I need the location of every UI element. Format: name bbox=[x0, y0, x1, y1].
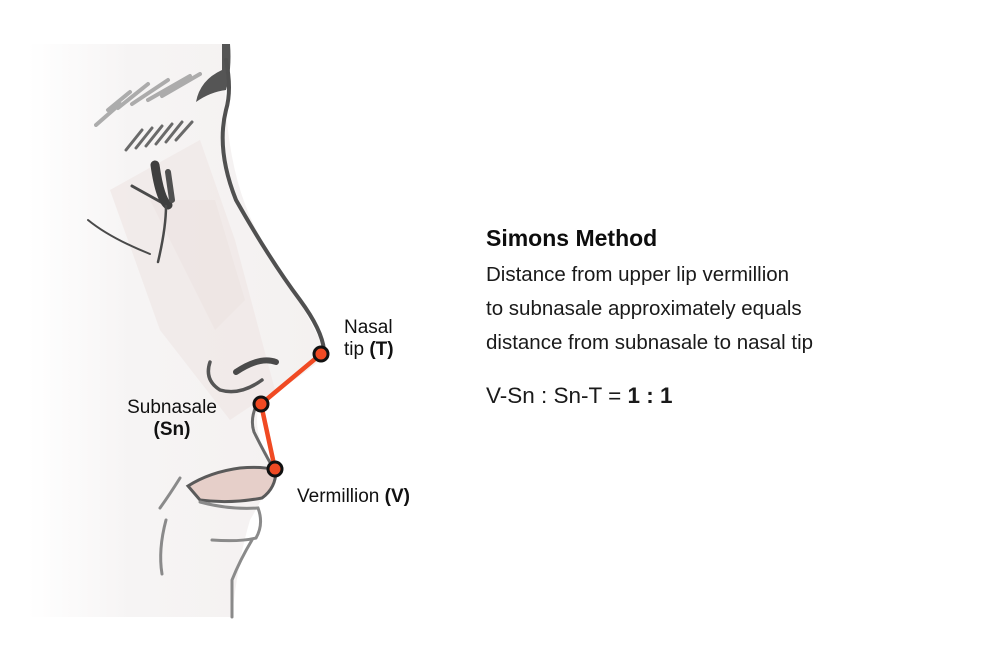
label-nasal-tip: Nasal tip (T) bbox=[344, 317, 394, 361]
forehead-shadow bbox=[196, 44, 231, 102]
description-line: distance from subnasale to nasal tip bbox=[486, 331, 814, 354]
label-subnasale: Subnasale (Sn) bbox=[108, 397, 236, 441]
point-vermillion bbox=[266, 460, 284, 478]
label-vermillion: Vermillion (V) bbox=[297, 486, 410, 508]
sn-t-segment bbox=[258, 351, 324, 407]
eye-sketch bbox=[87, 160, 175, 264]
ratio-formula: V-Sn : Sn-T = 1 : 1 bbox=[486, 382, 926, 410]
description-line: to subnasale approximately equals bbox=[486, 297, 802, 320]
method-description: Distance from upper lip vermillion to su… bbox=[486, 258, 926, 360]
label-vermillion-text: Vermillion bbox=[297, 486, 385, 507]
label-subnasale-abbr: (Sn) bbox=[153, 419, 191, 440]
method-title: Simons Method bbox=[486, 225, 658, 251]
point-nasal-tip bbox=[312, 345, 330, 363]
label-subnasale-line1: Subnasale bbox=[127, 397, 217, 418]
method-description-panel: Simons Method Distance from upper lip ve… bbox=[486, 224, 926, 410]
upper-lip-contour bbox=[250, 405, 274, 467]
label-nasal-tip-abbr: (T) bbox=[369, 339, 394, 360]
chin-sketch bbox=[158, 476, 263, 619]
label-nasal-tip-line2: tip (T) bbox=[344, 339, 394, 360]
formula-ratio: 1 : 1 bbox=[627, 383, 673, 408]
formula-expression: V-Sn : Sn-T = bbox=[486, 383, 628, 408]
nose-outline bbox=[220, 58, 326, 352]
measurement-lines bbox=[258, 351, 324, 472]
nostril-sketch bbox=[206, 357, 279, 394]
v-sn-segment bbox=[258, 401, 278, 472]
label-vermillion-abbr: (V) bbox=[384, 486, 410, 507]
brow-sketch bbox=[94, 72, 202, 127]
description-line: Distance from upper lip vermillion bbox=[486, 263, 790, 286]
point-subnasale bbox=[252, 395, 270, 413]
lash-sketch bbox=[124, 120, 194, 152]
label-nasal-tip-line1: Nasal bbox=[344, 317, 393, 338]
